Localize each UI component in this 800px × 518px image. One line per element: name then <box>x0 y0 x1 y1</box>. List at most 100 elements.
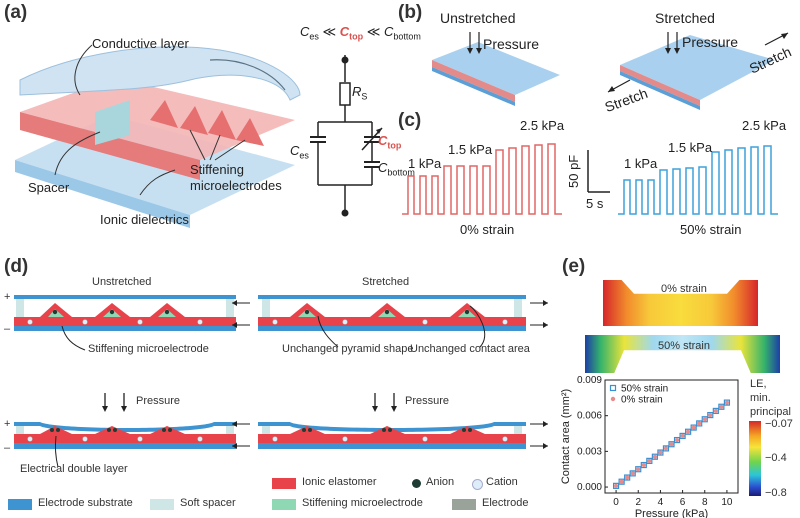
d-unstretched-title: Unstretched <box>92 276 152 288</box>
legend-stiffening-label: Stiffening microelectrode <box>302 497 423 509</box>
data-point-0pct <box>614 483 619 488</box>
legend-swatch-electrode <box>452 499 476 510</box>
x-tick-label: 2 <box>635 497 641 508</box>
d-plus-bottom: + <box>4 418 11 430</box>
data-point-0pct <box>652 454 657 459</box>
y-tick-label: 0.003 <box>577 446 602 457</box>
data-point-50pct <box>640 461 647 469</box>
legend-marker-50pct <box>609 384 617 392</box>
d-minus-top: – <box>4 323 11 335</box>
data-point-50pct <box>690 424 697 431</box>
ctop-label: Ctop <box>378 133 402 151</box>
colorbar-tick-2: −0.4 <box>765 452 787 464</box>
legend-ionic-label: Ionic elastomer <box>302 476 377 488</box>
data-point-0pct <box>647 458 652 463</box>
data-point-50pct <box>685 428 692 435</box>
data-point-50pct <box>646 457 653 464</box>
data-point-50pct <box>701 416 708 423</box>
legend-swatch-substrate <box>8 499 32 510</box>
data-point-50pct <box>679 432 686 440</box>
data-point-0pct <box>619 479 624 484</box>
panel-label-b: (b) <box>398 2 423 23</box>
d-unchanged-contact-label: Unchanged contact area <box>410 343 530 355</box>
panel-label-d: (d) <box>4 256 29 277</box>
y-tick-label: 0.000 <box>577 482 602 493</box>
data-point-0pct <box>636 467 641 472</box>
c-right-15kpa: 1.5 kPa <box>668 140 713 155</box>
x-axis-label: Pressure (kPa) <box>635 508 708 518</box>
colorbar-tick-1: −0.07 <box>765 418 793 430</box>
data-point-50pct <box>624 474 631 481</box>
d-unchanged-pyramid-label: Unchanged pyramid shape <box>282 343 414 355</box>
capacitance-trace-0pct <box>402 143 562 215</box>
colorbar-title-3: principal <box>750 406 791 418</box>
data-point-0pct <box>691 425 696 430</box>
stiffening-label-2: microelectrodes <box>190 178 282 193</box>
data-point-50pct <box>707 411 714 419</box>
legend-label: 0% strain <box>621 395 663 406</box>
scale-s-label: 5 s <box>586 196 604 211</box>
data-point-0pct <box>686 429 691 434</box>
pressure-label-b1: Pressure <box>483 36 540 52</box>
data-point-50pct <box>635 466 642 473</box>
legend-electrode-label: Electrode <box>482 497 529 509</box>
panel-label-e: (e) <box>562 256 586 277</box>
legend-swatch-spacer <box>150 499 174 510</box>
data-point-0pct <box>641 463 646 468</box>
d-pressure-right: Pressure <box>405 395 450 407</box>
data-point-50pct <box>629 470 636 477</box>
data-point-50pct <box>612 482 620 489</box>
c-right-1kpa: 1 kPa <box>624 156 658 171</box>
data-point-50pct <box>723 399 731 406</box>
data-point-0pct <box>680 433 685 438</box>
capacitance-relation: Ces ≪ Ctop ≪ Cbottom <box>300 24 421 42</box>
colorbar <box>749 421 761 496</box>
x-tick-label: 0 <box>613 497 619 508</box>
d-stiffening-label: Stiffening microelectrode <box>88 343 209 355</box>
legend-marker-0pct <box>610 396 616 402</box>
legend-swatch-cation <box>472 479 483 490</box>
x-tick-label: 10 <box>721 497 733 508</box>
data-point-0pct <box>702 417 707 422</box>
ionic-dielectrics-label: Ionic dielectrics <box>100 212 189 227</box>
rs-label: RS <box>352 84 368 102</box>
data-point-0pct <box>724 400 729 405</box>
c-left-1kpa: 1 kPa <box>408 156 442 171</box>
data-point-50pct <box>618 478 625 485</box>
unstretched-title-b: Unstretched <box>440 10 516 26</box>
colorbar-title-1: LE, <box>750 378 767 390</box>
pressure-label-b2: Pressure <box>682 34 739 50</box>
panel-label-c: (c) <box>398 110 422 131</box>
conductive-layer-label: Conductive layer <box>92 36 189 51</box>
data-point-0pct <box>675 438 680 443</box>
fem-label-50pct: 50% strain <box>658 340 710 352</box>
data-point-0pct <box>625 475 630 480</box>
d-stretched-title: Stretched <box>362 276 410 288</box>
capacitance-trace-50pct <box>618 145 778 215</box>
d-plus-top: + <box>4 291 11 303</box>
data-point-50pct <box>668 441 675 448</box>
legend-substrate-label: Electrode substrate <box>38 497 133 509</box>
fem-label-0pct: 0% strain <box>661 283 707 295</box>
data-point-50pct <box>662 445 670 452</box>
data-point-0pct <box>719 404 724 409</box>
c-left-25kpa: 2.5 kPa <box>520 118 565 133</box>
data-point-0pct <box>669 442 674 447</box>
ces-label: Ces <box>290 143 309 161</box>
legend-spacer-label: Soft spacer <box>180 497 236 509</box>
y-tick-label: 0.009 <box>577 375 602 386</box>
data-point-0pct <box>708 413 713 418</box>
data-point-50pct <box>673 436 681 444</box>
x-tick-label: 6 <box>680 497 686 508</box>
legend-label: 50% strain <box>621 384 668 395</box>
panel-label-a: (a) <box>4 2 28 23</box>
stretched-title-b: Stretched <box>655 10 715 26</box>
colorbar-title-2: min. <box>750 392 771 404</box>
x-tick-label: 8 <box>702 497 708 508</box>
legend-anion-label: Anion <box>426 476 455 488</box>
